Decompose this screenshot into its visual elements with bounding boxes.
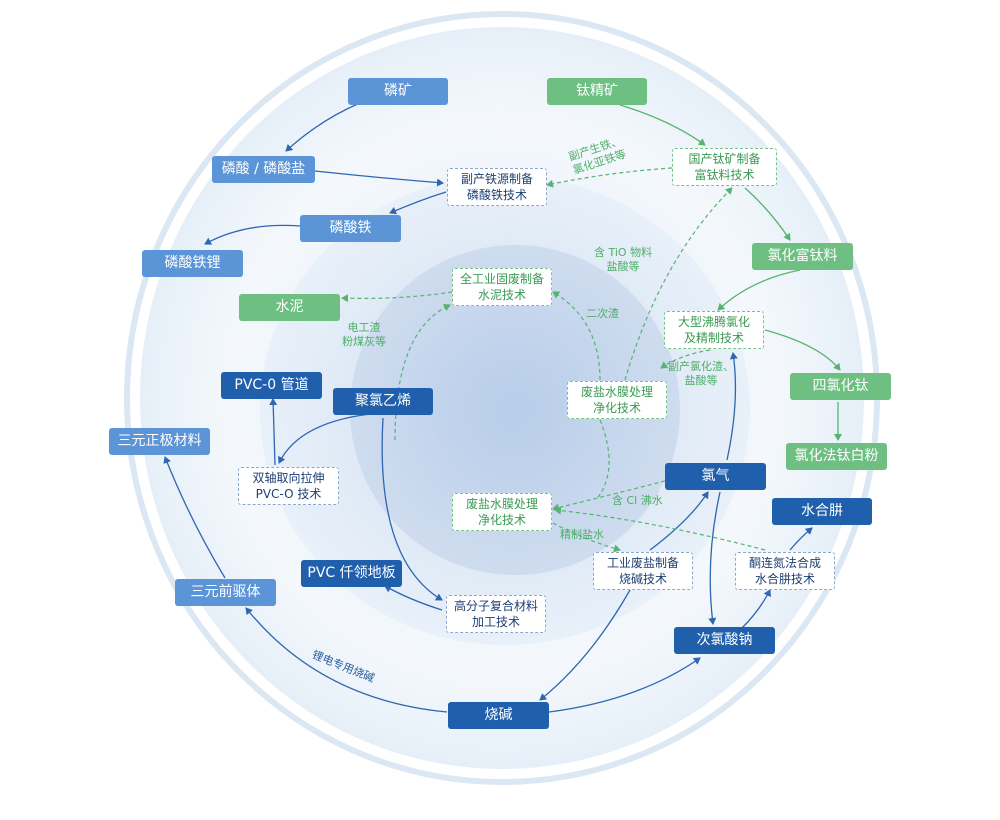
arrow-ketazine-to-hydrazine (789, 527, 813, 551)
node-ticl4: 四氯化钛 (790, 373, 891, 400)
arrow-caustic-to-hypochlorite (548, 657, 701, 713)
arrow-pvc-to-biaxial (278, 412, 381, 464)
dash-brine-to-cement-tech (552, 291, 601, 381)
arrow-wastesalt-to-chlorine (649, 491, 709, 551)
arrow-acid-to-tech (314, 170, 444, 187)
dash-chlorination-to-brine (660, 349, 711, 369)
arrow-hypochlorite-to-ketazine (741, 589, 771, 629)
node-pvc-o-pipe: PVC-0 管道 (221, 372, 322, 399)
dash-circle-to-cement-tech (394, 303, 451, 441)
dash-cement-tech-to-cement (341, 291, 453, 303)
dash-circle-right (595, 419, 610, 501)
inner-circle (350, 245, 680, 575)
dash-chlorine-to-brine2 (552, 480, 666, 512)
dash-brine2-to-wastesalt (552, 522, 621, 553)
node-titanium-concentrate: 钛精矿 (547, 78, 647, 105)
node-lithium-iron-phosphate: 磷酸铁锂 (142, 250, 243, 277)
arrow-chlorine-to-chlorination (726, 352, 738, 461)
label-cl-water: 含 Cl 沸水 (612, 494, 663, 507)
node-brine-tech-1: 废盐水膜处理 净化技术 (567, 381, 667, 419)
node-ternary-cathode: 三元正极材料 (109, 428, 210, 455)
dash-ti-tech-to-iron-tech (546, 167, 673, 188)
node-hypochlorite: 次氯酸钠 (674, 627, 775, 654)
arrow-caustic-to-precursor (245, 607, 448, 713)
label-byproduct-chlor: 副产氯化渣、 盐酸等 (668, 360, 734, 387)
arrow-precursor-to-cathode (163, 456, 226, 579)
node-ti-ore-tech: 国产钛矿制备 富钛料技术 (672, 148, 777, 186)
node-caustic-soda: 烧碱 (448, 702, 549, 729)
arrow-chlorination-to-ticl4 (764, 329, 841, 371)
node-iron-phosphate-tech: 副产铁源制备 磷酸铁技术 (447, 168, 547, 206)
label-refined-brine: 精制盐水 (560, 528, 604, 541)
node-biaxial-tech: 双轴取向拉伸 PVC-O 技术 (238, 467, 339, 505)
arrow-ti-to-tech (619, 104, 706, 146)
arrow-chlorine-to-hypochlorite (708, 491, 721, 625)
arrow-biaxial-to-pvco (269, 398, 278, 466)
arrow-pvc-to-polymer (381, 417, 443, 601)
arrow-wastesalt-to-caustic (539, 589, 631, 701)
node-brine-tech-2: 废盐水膜处理 净化技术 (452, 493, 552, 531)
node-hydrazine: 水合肼 (772, 498, 872, 525)
label-electro-slag: 电工渣 粉煤灰等 (342, 321, 386, 348)
arrow-tech-to-ironphosphate (389, 191, 447, 215)
arrow-tech-to-tirich (744, 187, 791, 241)
node-pvc: 聚氯乙烯 (333, 388, 433, 415)
dash-brine-to-ti-tech (624, 187, 733, 381)
node-phosphoric-acid: 磷酸 / 磷酸盐 (212, 156, 315, 183)
node-iron-phosphate: 磷酸铁 (300, 215, 401, 242)
arrow-tirich-to-chlorination (717, 269, 801, 311)
node-ternary-precursor: 三元前驱体 (175, 579, 276, 606)
node-ketazine-tech: 酮连氮法合成 水合肼技术 (735, 552, 835, 590)
node-polymer-tech: 高分子复合材料 加工技术 (446, 595, 546, 633)
label-secondary-slag: 二次渣 (586, 307, 619, 320)
arrow-ironphosphate-to-lfp (204, 224, 301, 245)
node-waste-salt-tech: 工业废盐制备 烧碱技术 (593, 552, 693, 590)
node-cement-tech: 全工业固废制备 水泥技术 (452, 268, 552, 306)
node-pvc-floor: PVC 仟领地板 (301, 560, 402, 587)
arrow-polymer-to-floor (384, 585, 443, 611)
node-chlorine: 氯气 (665, 463, 766, 490)
node-tio2-pigment: 氯化法钛白粉 (786, 443, 887, 470)
label-tio-acid: 含 TiO 物料 盐酸等 (594, 246, 653, 273)
node-phosphate-ore: 磷矿 (348, 78, 448, 105)
node-cement: 水泥 (239, 294, 340, 321)
node-ti-rich-chloride: 氯化富钛料 (752, 243, 853, 270)
arrow-ore-to-acid (285, 102, 361, 152)
node-boiling-chlorination-tech: 大型沸腾氯化 及精制技术 (664, 311, 764, 349)
dash-ketazine-to-brine2 (554, 506, 766, 551)
